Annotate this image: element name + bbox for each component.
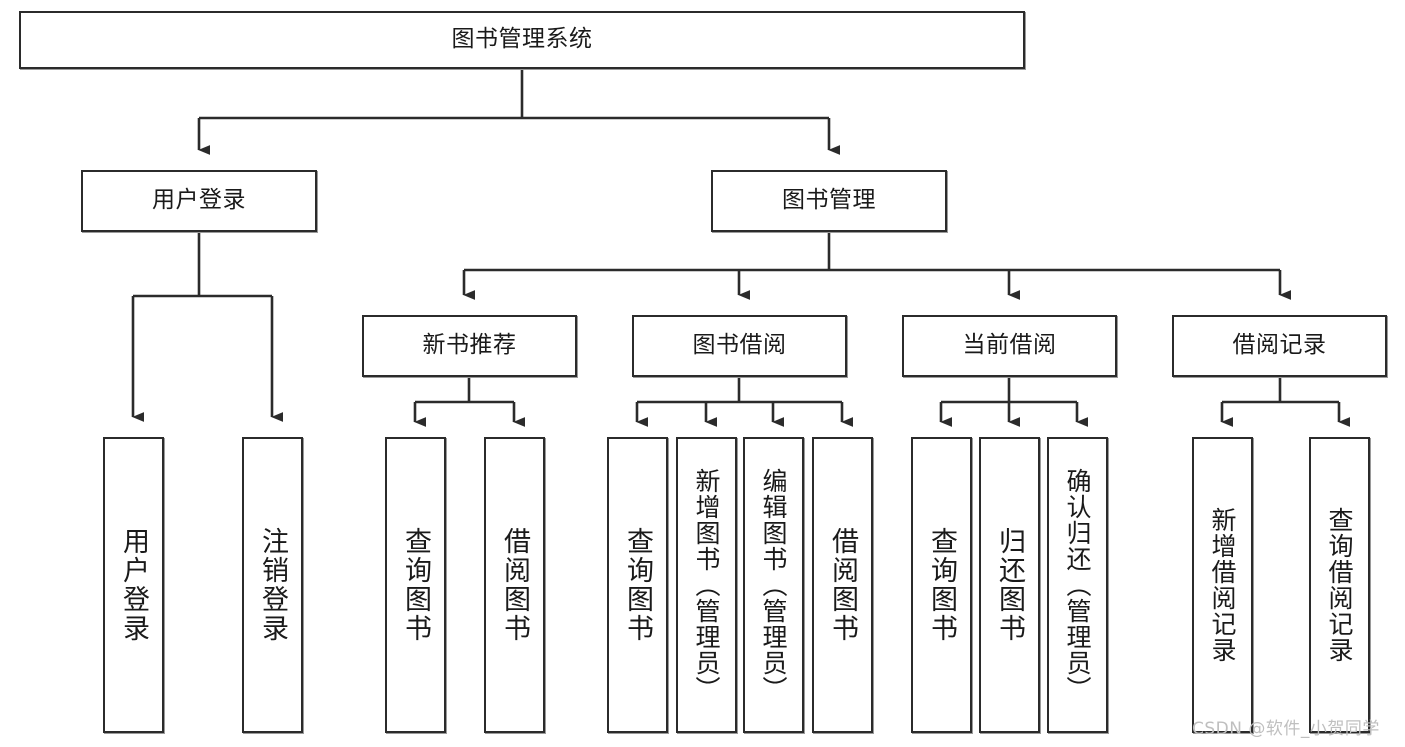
leaf-query-book-borrow[interactable]: 查询图书 — [607, 437, 668, 733]
leaf-borrow-book[interactable]: 借阅图书 — [812, 437, 873, 733]
leaf-add-book-admin[interactable]: 新增图书（管理员） — [676, 437, 737, 733]
csdn-watermark: CSDN @软件_小贺同学 — [1192, 719, 1380, 739]
leaf-query-book-recommend[interactable]: 查询图书 — [385, 437, 446, 733]
node-label: 新书推荐 — [422, 332, 517, 359]
node-label: 新增图书（管理员） — [692, 468, 721, 702]
node-label: 归还图书 — [994, 527, 1025, 643]
node-root-book-management-system[interactable]: 图书管理系统 — [19, 11, 1025, 69]
leaf-confirm-return-admin[interactable]: 确认归还（管理员） — [1047, 437, 1108, 733]
node-label: 用户登录 — [152, 187, 246, 214]
node-book-management[interactable]: 图书管理 — [711, 170, 947, 232]
node-label: 借阅图书 — [827, 527, 858, 643]
node-label: 编辑图书（管理员） — [759, 468, 788, 702]
node-label: 图书管理 — [782, 187, 876, 214]
node-label: 查询图书 — [400, 527, 431, 643]
leaf-logout[interactable]: 注销登录 — [242, 437, 303, 733]
node-label: 查询图书 — [622, 527, 653, 643]
node-book-borrow[interactable]: 图书借阅 — [632, 315, 847, 377]
leaf-query-book-current[interactable]: 查询图书 — [911, 437, 972, 733]
leaf-borrow-book-recommend[interactable]: 借阅图书 — [484, 437, 545, 733]
leaf-query-borrow-record[interactable]: 查询借阅记录 — [1309, 437, 1370, 733]
node-label: 注销登录 — [257, 527, 288, 643]
node-label: 确认归还（管理员） — [1063, 468, 1092, 702]
node-borrow-record[interactable]: 借阅记录 — [1172, 315, 1387, 377]
leaf-return-book[interactable]: 归还图书 — [979, 437, 1040, 733]
node-label: 图书借阅 — [692, 332, 787, 359]
node-label: 图书管理系统 — [451, 26, 593, 53]
node-user-login[interactable]: 用户登录 — [81, 170, 317, 232]
leaf-add-borrow-record[interactable]: 新增借阅记录 — [1192, 437, 1253, 733]
node-label: 当前借阅 — [962, 332, 1057, 359]
node-label: 新增借阅记录 — [1208, 507, 1237, 663]
leaf-edit-book-admin[interactable]: 编辑图书（管理员） — [743, 437, 804, 733]
leaf-user-login[interactable]: 用户登录 — [103, 437, 164, 733]
node-label: 用户登录 — [118, 527, 149, 643]
node-label: 查询借阅记录 — [1325, 507, 1354, 663]
node-current-borrow[interactable]: 当前借阅 — [902, 315, 1117, 377]
node-label: 借阅图书 — [499, 527, 530, 643]
node-label: 借阅记录 — [1232, 332, 1327, 359]
node-new-book-recommend[interactable]: 新书推荐 — [362, 315, 577, 377]
node-label: 查询图书 — [926, 527, 957, 643]
